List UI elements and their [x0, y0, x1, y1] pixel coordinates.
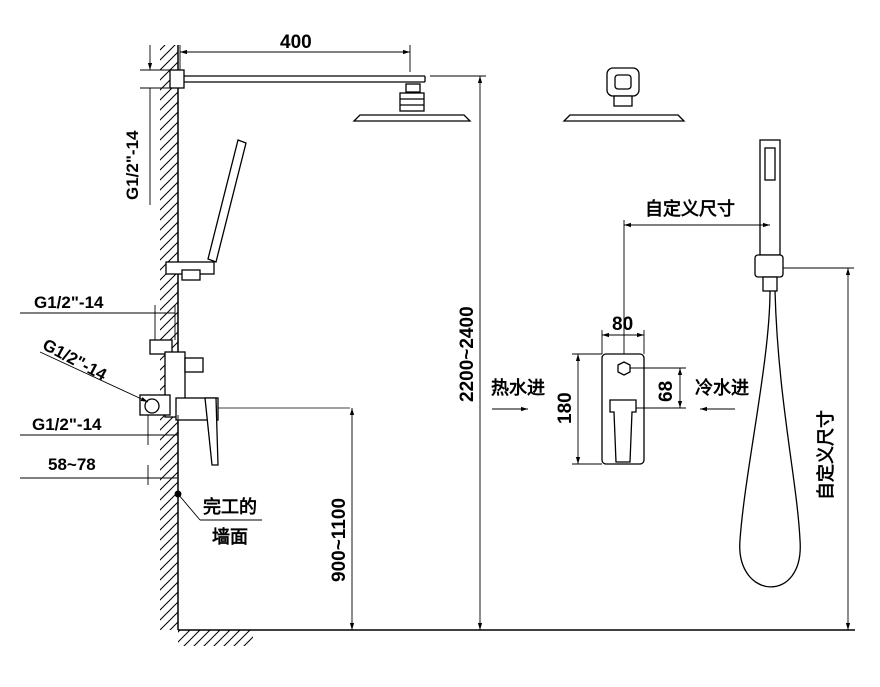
dim-thread-low: G1/2"-14 — [32, 415, 102, 434]
dim-arm-length: 400 — [280, 32, 312, 53]
dim-thread-top: G1/2"-14 — [123, 130, 142, 201]
valve-plate-front — [601, 353, 645, 465]
dimension-lines — [20, 45, 854, 630]
handheld-shower-front — [739, 139, 801, 588]
dim-valve-height: 900~1100 — [329, 497, 350, 582]
dim-inlet-spacing: 68 — [656, 380, 677, 402]
dim-thread-mid: G1/2"-14 — [34, 293, 104, 312]
custom-size-horizontal: 自定义尺寸 — [645, 199, 735, 220]
dim-wall-depth: 58~78 — [48, 455, 96, 474]
cold-inlet-label: 冷水进 — [695, 378, 749, 399]
wall — [160, 45, 855, 646]
dim-shower-height: 2200~2400 — [457, 306, 478, 402]
finished-wall-label-2: 墙面 — [212, 527, 248, 548]
dim-plate-height: 180 — [555, 392, 576, 424]
finished-wall-label-1: 完工的 — [203, 497, 257, 518]
dim-plate-width: 80 — [612, 314, 634, 335]
handheld-shower-side — [165, 139, 247, 281]
shower-head-front — [562, 67, 686, 122]
custom-size-vertical: 自定义尺寸 — [816, 410, 837, 500]
shower-arm-side-view — [169, 69, 472, 122]
hot-inlet-label: 热水进 — [491, 378, 545, 399]
